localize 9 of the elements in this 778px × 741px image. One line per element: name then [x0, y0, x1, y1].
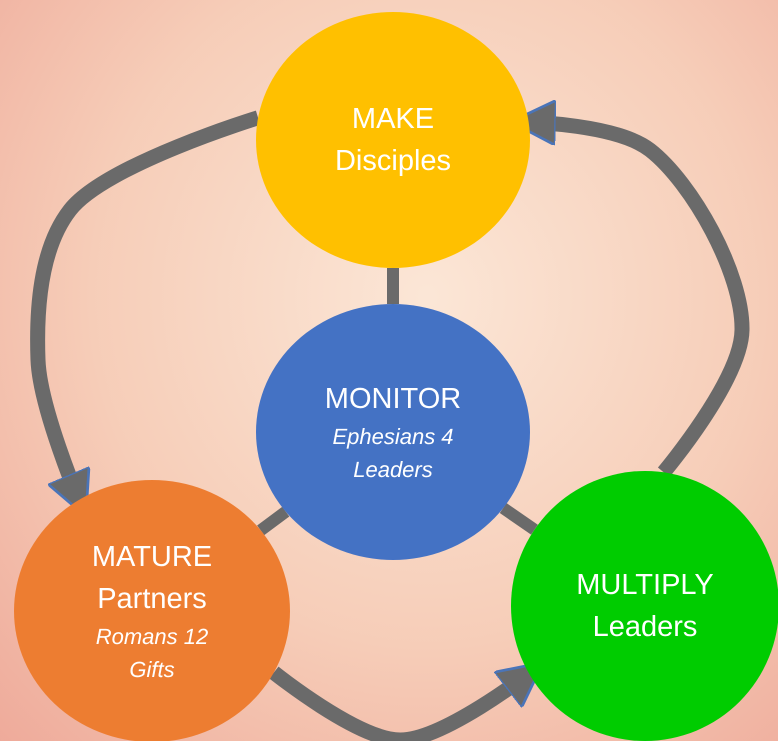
node-title: MULTIPLY Leaders [575, 568, 715, 645]
node-title: MATURE Partners [90, 540, 214, 617]
node-subtitle: Ephesians 4 Leaders [331, 423, 455, 484]
connector-line [500, 503, 538, 535]
connector-line [257, 506, 290, 536]
node-title: MONITOR [324, 382, 462, 417]
node-title: MAKE Disciples [334, 102, 452, 179]
connector-line [387, 268, 399, 304]
node-subtitle: Romans 12 Gifts [94, 623, 210, 684]
